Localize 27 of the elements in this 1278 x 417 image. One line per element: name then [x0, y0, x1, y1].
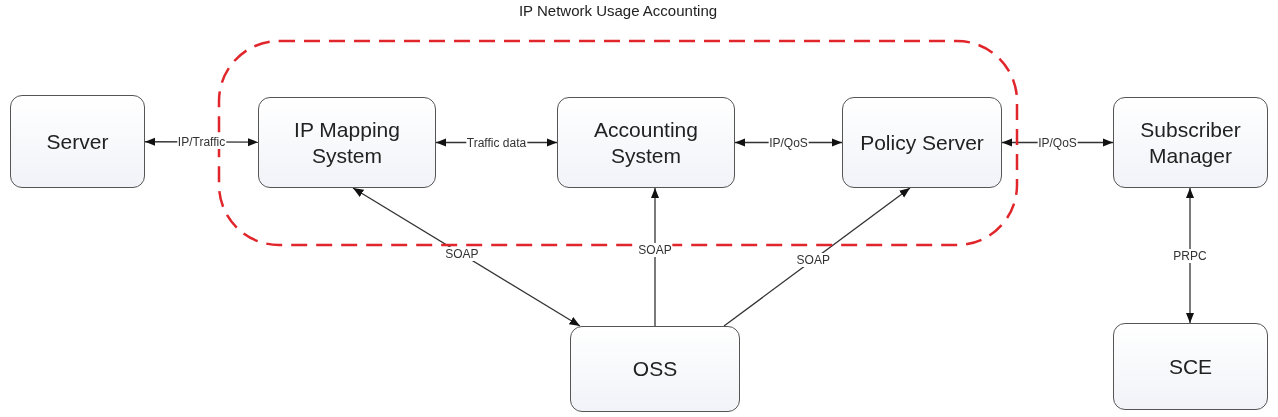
arrow — [352, 187, 581, 327]
edge-label: PRPC — [1172, 248, 1208, 263]
process-box — [557, 97, 735, 188]
group-title: IP Network Usage Accounting — [517, 2, 719, 19]
process-box — [10, 95, 145, 188]
box-label: SCE — [1168, 353, 1213, 380]
edge-label: SOAP — [795, 252, 831, 267]
process-box — [1113, 323, 1268, 410]
edge-label: IP/Traffic — [176, 134, 227, 149]
box-label: IP Mapping System — [293, 117, 401, 168]
edge-label: SOAP — [637, 243, 673, 258]
process-box — [570, 326, 740, 412]
box-label: Accounting System — [593, 117, 699, 168]
edge-label: IP/QoS — [1037, 135, 1078, 150]
arrow — [723, 187, 911, 327]
process-box — [258, 97, 436, 188]
arrow — [1185, 187, 1195, 324]
box-label: Subscriber Manager — [1139, 117, 1242, 168]
process-box — [842, 97, 1002, 188]
box-label: OSS — [632, 356, 678, 382]
edge-label: Traffic data — [465, 135, 528, 150]
process-box — [1113, 97, 1268, 188]
edge-label: SOAP — [444, 247, 480, 262]
box-label: Policy Server — [860, 129, 984, 156]
box-label: Server — [46, 128, 109, 155]
edge-label: IP/QoS — [768, 135, 809, 150]
arrow — [650, 187, 660, 327]
